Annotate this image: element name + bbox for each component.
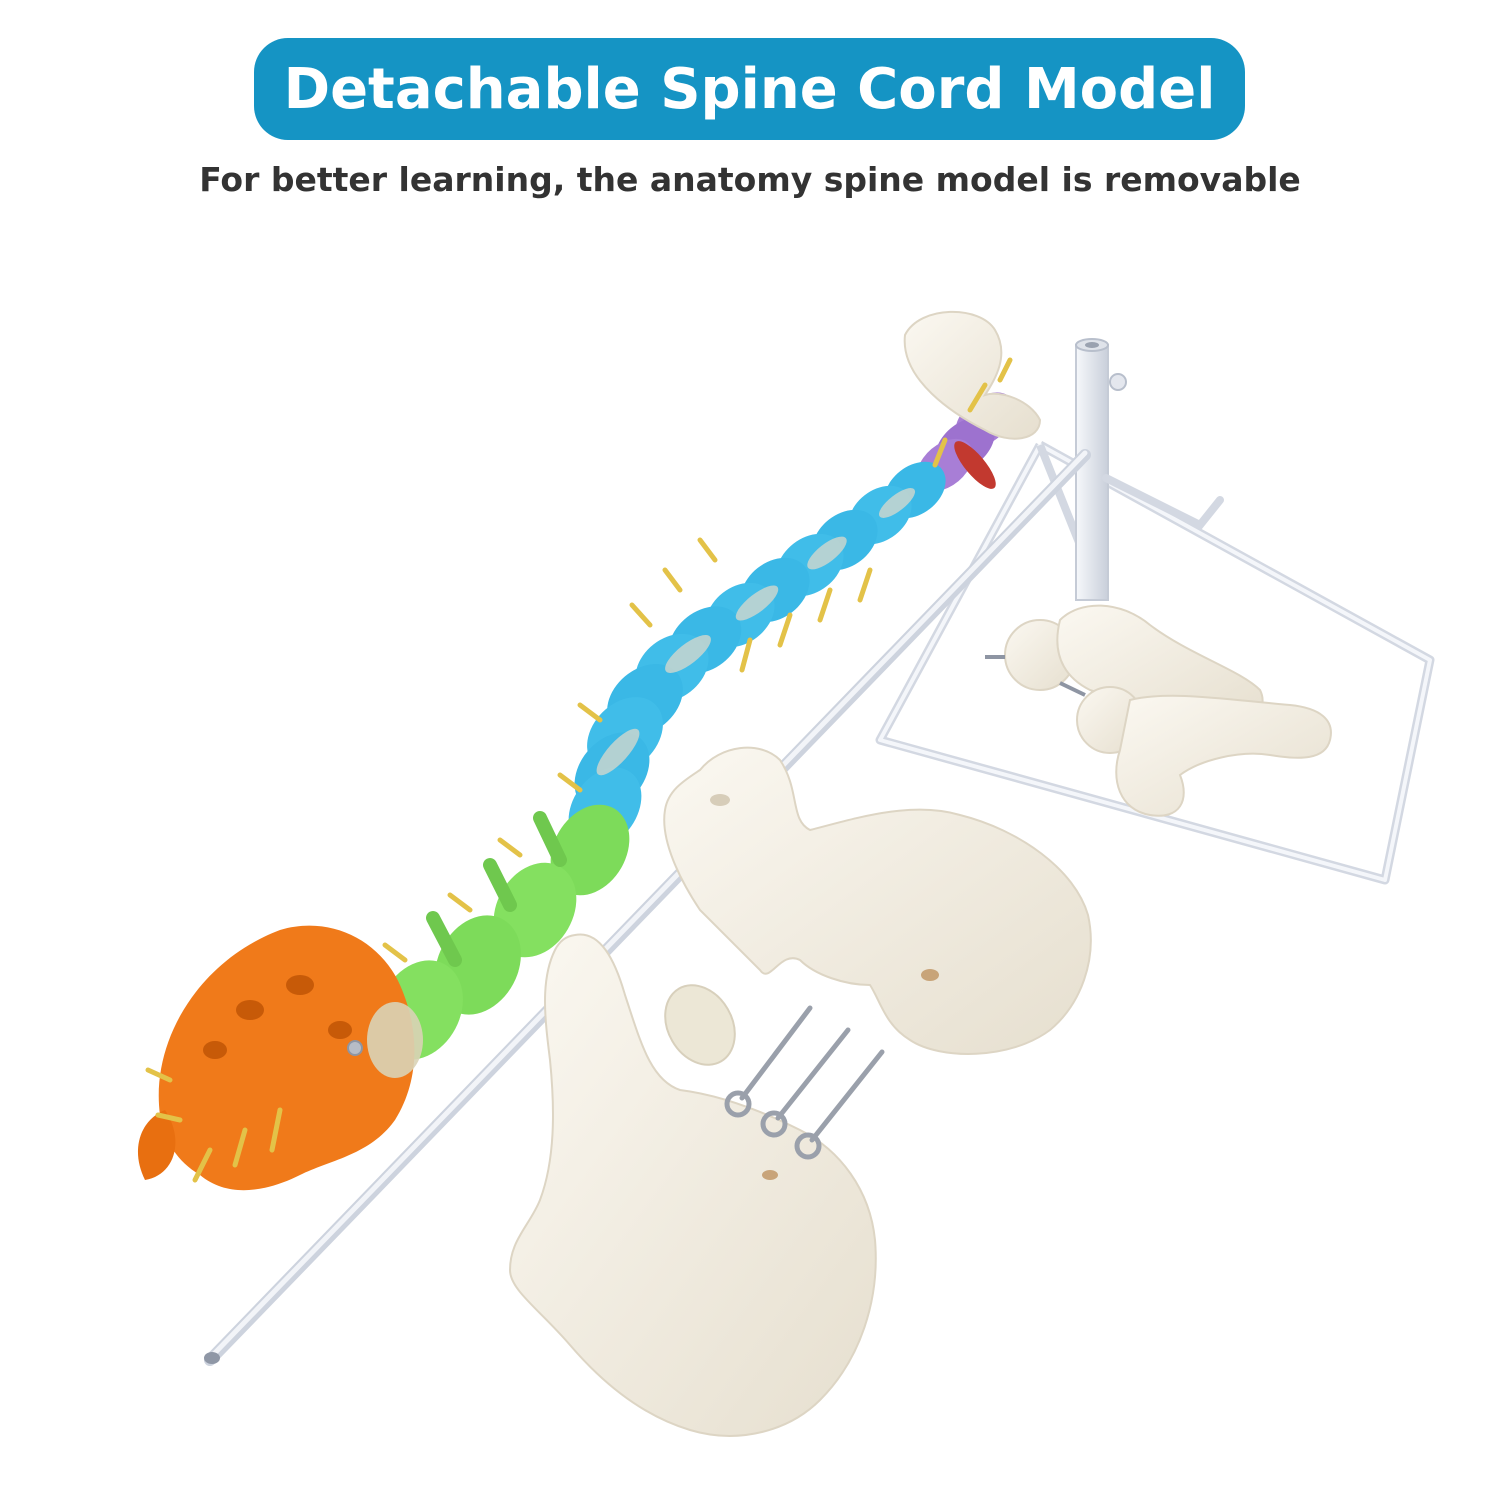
- femur-heads: [985, 604, 1332, 817]
- stand-post: [1075, 338, 1224, 601]
- stand-rod: [204, 449, 1091, 1366]
- spinal-nerves: [145, 357, 1013, 1183]
- page-subtitle: For better learning, the anatomy spine m…: [199, 160, 1301, 199]
- right-hip-bone: [663, 746, 1092, 1055]
- left-hip-bone: [508, 933, 877, 1437]
- sacrum-coccyx: [137, 925, 423, 1191]
- page-title: Detachable Spine Cord Model: [283, 56, 1216, 122]
- skull-base-piece: [903, 310, 1042, 440]
- disc-piece: [664, 984, 736, 1066]
- title-banner: Detachable Spine Cord Model: [254, 38, 1245, 140]
- eye-hooks: [724, 1005, 885, 1160]
- spine-model: [137, 310, 1042, 1191]
